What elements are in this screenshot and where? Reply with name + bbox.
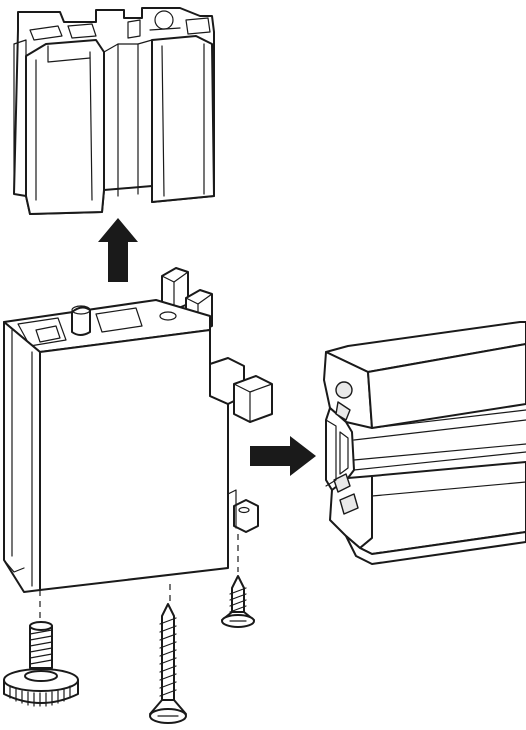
side-aluminium-profile [323,321,526,565]
assembly-guide-lines [39,534,239,618]
arrow-right [250,436,316,476]
levelling-foot [3,621,79,707]
short-wood-screw [221,575,255,628]
long-wood-screw [149,603,187,724]
arrow-up [98,218,138,282]
upper-profile-connector [13,7,215,215]
connector-housing [3,267,273,593]
